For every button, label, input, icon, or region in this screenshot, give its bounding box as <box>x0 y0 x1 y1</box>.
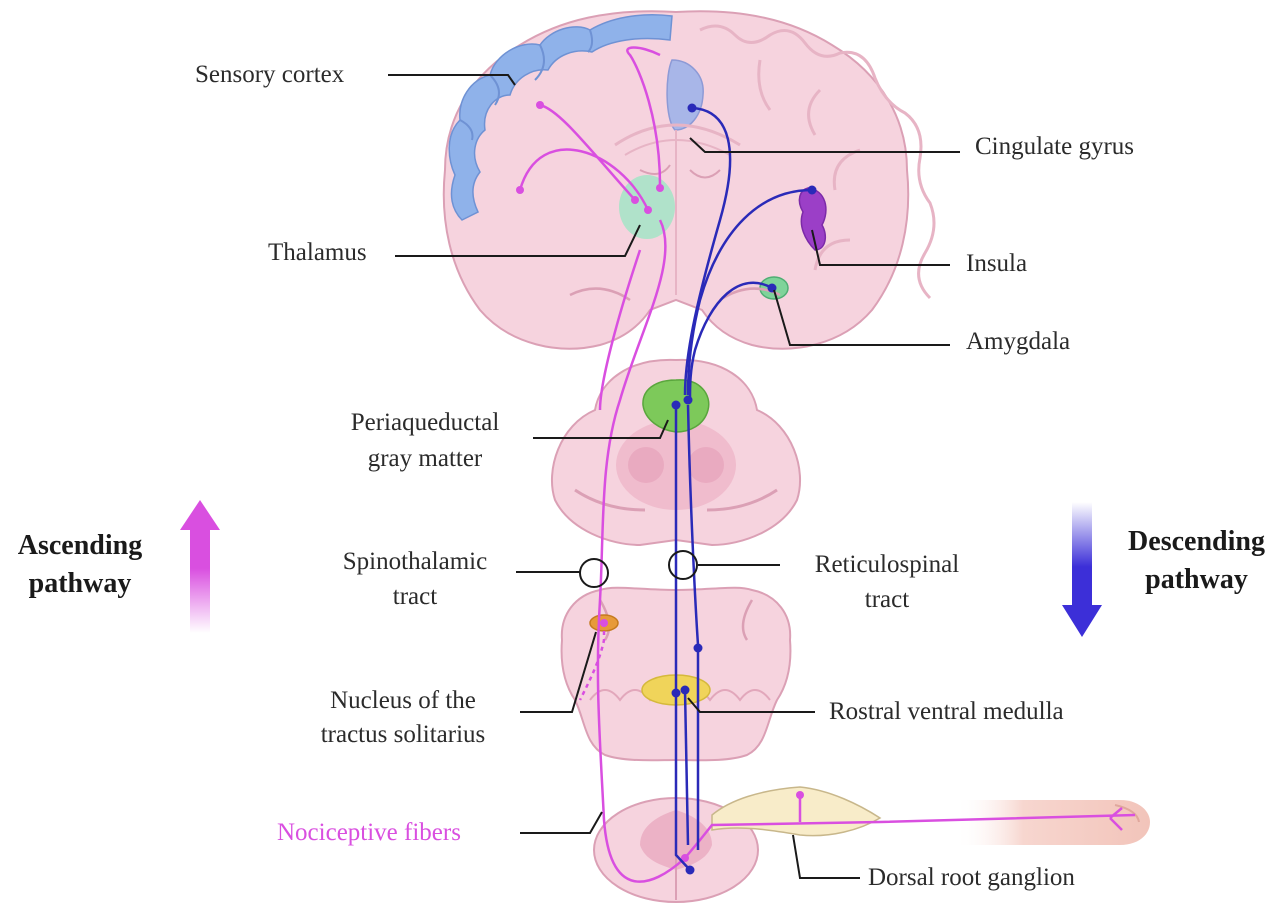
descending-pathway-title-line2: pathway <box>1145 564 1248 595</box>
ascending-arrow <box>180 500 220 633</box>
label-pag-line1: Periaqueductal <box>350 409 500 436</box>
label-spinothalamic-line1: Spinothalamic <box>342 548 488 575</box>
label-nociceptive-fibers: Nociceptive fibers <box>277 819 461 846</box>
reticulospinal-tract-marker <box>668 550 698 580</box>
ascending-pathway-title-line1: Ascending <box>17 530 143 561</box>
label-insula: Insula <box>966 250 1028 277</box>
label-sensory-cortex: Sensory cortex <box>195 61 345 88</box>
label-rostral-ventral-medulla: Rostral ventral medulla <box>829 698 1064 725</box>
label-cingulate-gyrus: Cingulate gyrus <box>975 133 1135 160</box>
descending-fibers <box>674 106 813 871</box>
brain-coronal-section <box>442 10 936 350</box>
dorsal-root-ganglion <box>711 786 882 837</box>
label-reticulospinal-line1: Reticulospinal <box>814 551 960 578</box>
spinothalamic-tract-marker <box>579 558 609 588</box>
descending-arrow <box>1062 502 1102 637</box>
finger <box>955 800 1150 845</box>
ascending-synapses <box>516 101 804 862</box>
label-dorsal-root-ganglion: Dorsal root ganglion <box>868 864 1075 891</box>
descending-pathway-title-line1: Descending <box>1128 526 1265 557</box>
leader-lines <box>388 74 960 879</box>
descending-synapses <box>671 103 817 875</box>
label-pag-line2: gray matter <box>367 445 483 472</box>
label-nts-line1: Nucleus of the <box>330 687 476 714</box>
label-spinothalamic-line2: tract <box>392 583 438 610</box>
label-amygdala: Amygdala <box>966 328 1071 355</box>
label-thalamus: Thalamus <box>268 239 367 266</box>
ascending-fibers <box>518 46 1136 883</box>
ascending-pathway-title-line2: pathway <box>28 568 132 599</box>
label-nts-line2: tractus solitarius <box>320 721 486 748</box>
label-reticulospinal-line2: tract <box>864 586 910 613</box>
